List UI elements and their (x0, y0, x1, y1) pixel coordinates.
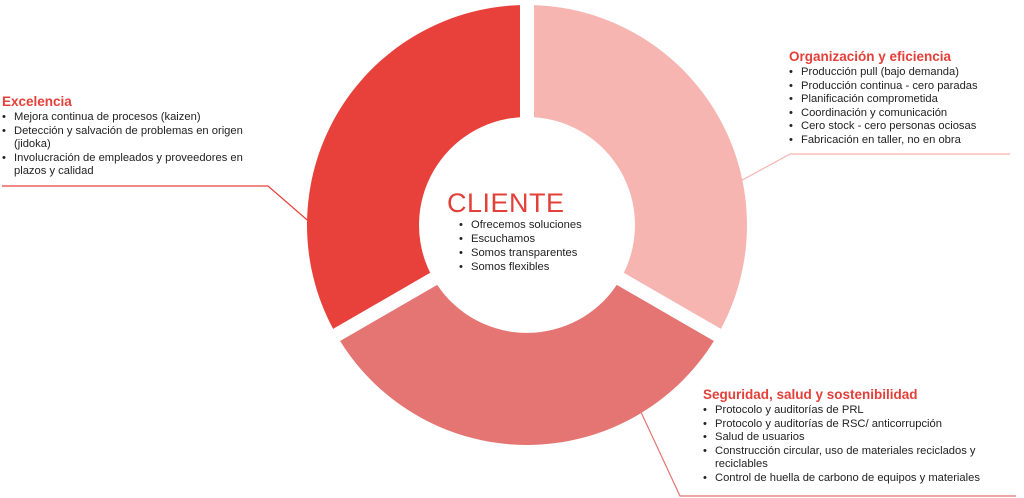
connector-line-seguridad (639, 409, 1016, 497)
center-item: Escuchamos (459, 232, 597, 246)
panel-list-excelencia: Mejora continua de procesos (kaizen) Det… (2, 111, 277, 179)
center-client-block: CLIENTE Ofrecemos soluciones Escuchamos … (447, 188, 597, 274)
list-item: Mejora continua de procesos (kaizen) (2, 111, 277, 125)
list-item: Protocolo y auditorías de RSC/ anticorru… (703, 418, 1021, 432)
panel-list-seguridad: Protocolo y auditorías de PRL Protocolo … (703, 404, 1021, 485)
list-item: Coordinación y comunicación (789, 107, 1021, 121)
list-item: Construcción circular, uso de materiales… (703, 445, 1021, 472)
center-list: Ofrecemos soluciones Escuchamos Somos tr… (447, 218, 597, 274)
center-item: Somos transparentes (459, 246, 597, 260)
list-item: Producción pull (bajo demanda) (789, 66, 1021, 80)
connector-line-organizacion (723, 153, 1010, 191)
connector-line-excelencia (2, 185, 314, 226)
list-item: Producción continua - cero paradas (789, 80, 1021, 94)
list-item: Detección y salvación de problemas en or… (2, 125, 277, 152)
list-item: Planificación comprometida (789, 93, 1021, 107)
panel-seguridad: Seguridad, salud y sostenibilidad Protoc… (703, 387, 1021, 485)
list-item: Fabricación en taller, no en obra (789, 134, 1021, 148)
panel-title-organizacion: Organización y eficiencia (789, 49, 952, 64)
center-item: Somos flexibles (459, 260, 597, 274)
panel-list-organizacion: Producción pull (bajo demanda) Producció… (789, 66, 1021, 147)
panel-title-excelencia: Excelencia (2, 94, 72, 109)
list-item: Salud de usuarios (703, 431, 1021, 445)
panel-organizacion: Organización y eficiencia Producción pul… (789, 49, 1021, 147)
segment-seguridad (340, 284, 714, 445)
center-item: Ofrecemos soluciones (459, 218, 597, 232)
list-item: Control de huella de carbono de equipos … (703, 472, 1021, 486)
segment-excelencia (307, 5, 520, 329)
segment-organizacion (534, 5, 747, 329)
center-title: CLIENTE (447, 188, 565, 218)
list-item: Involucración de empleados y proveedores… (2, 152, 277, 179)
list-item: Protocolo y auditorías de PRL (703, 404, 1021, 418)
panel-excelencia: Excelencia Mejora continua de procesos (… (2, 94, 277, 179)
list-item: Cero stock - cero personas ociosas (789, 120, 1021, 134)
panel-title-seguridad: Seguridad, salud y sostenibilidad (703, 387, 918, 402)
